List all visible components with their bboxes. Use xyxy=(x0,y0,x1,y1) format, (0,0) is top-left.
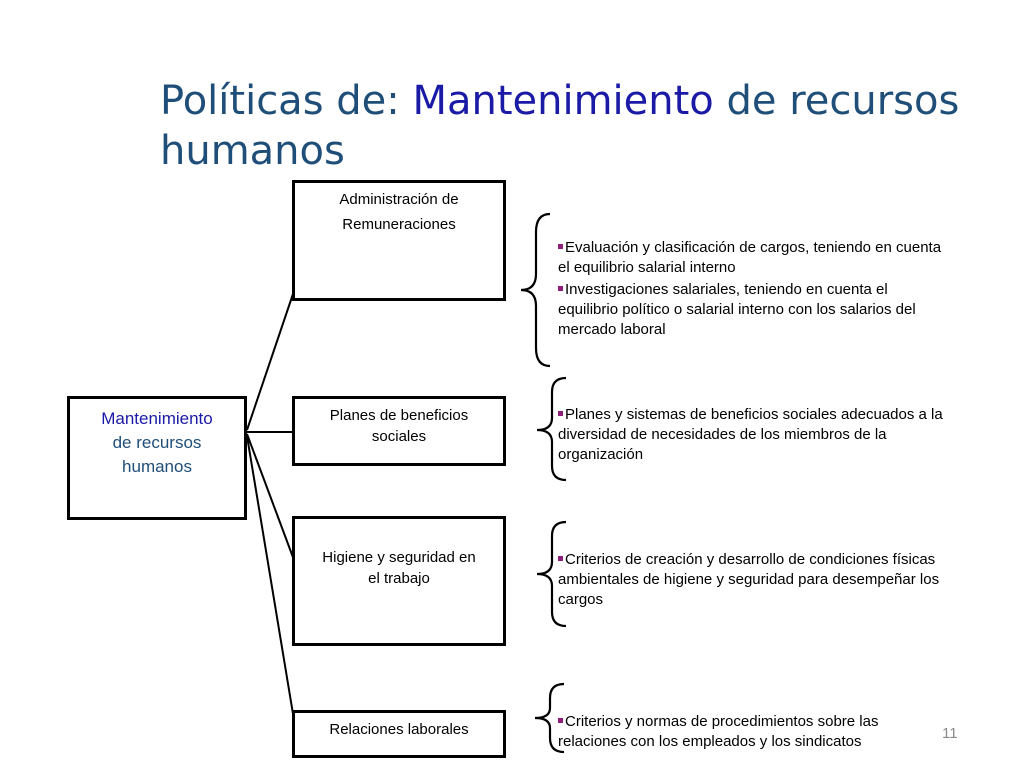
box-beneficios: Planes de beneficios sociales xyxy=(292,396,506,466)
box-remuneraciones-line-1: Administración de xyxy=(339,191,459,208)
bullet-text: Evaluación y clasificación de cargos, te… xyxy=(558,239,942,276)
bullet-item: Planes y sistemas de beneficios sociales… xyxy=(558,405,943,465)
box-remuneraciones-line-2: Remuneraciones xyxy=(342,216,456,233)
connector-to-higiene xyxy=(246,433,295,561)
box-beneficios-line-2: sociales xyxy=(371,428,427,445)
bullets-relaciones: Criterios y normas de procedimientos sob… xyxy=(558,712,933,754)
bullets-remuneraciones: Evaluación y clasificación de cargos, te… xyxy=(558,238,943,342)
bullet-item: Criterios de creación y desarrollo de co… xyxy=(558,550,943,610)
bullet-square-icon xyxy=(558,717,563,723)
bullet-item: Criterios y normas de procedimientos sob… xyxy=(558,712,933,752)
bullet-square-icon xyxy=(558,555,563,561)
bullet-square-icon xyxy=(558,243,563,249)
box-higiene-line-2: el trabajo xyxy=(368,570,430,587)
bullet-item: Evaluación y clasificación de cargos, te… xyxy=(558,238,943,278)
box-relaciones: Relaciones laborales xyxy=(292,710,506,758)
box-relaciones-line-1: Relaciones laborales xyxy=(329,721,469,738)
bullet-text: Planes y sistemas de beneficios sociales… xyxy=(558,406,943,463)
bullet-text: Criterios de creación y desarrollo de co… xyxy=(558,551,940,608)
brace-higiene xyxy=(536,520,567,628)
slide-title: Políticas de: Mantenimiento de recursos … xyxy=(160,76,1000,176)
page-number: 11 xyxy=(942,725,958,742)
box-beneficios-line-1: Planes de beneficios xyxy=(329,407,469,424)
root-box: Mantenimiento de recursos humanos xyxy=(67,396,247,520)
bullet-text: Investigaciones salariales, teniendo en … xyxy=(558,281,916,338)
bullets-beneficios: Planes y sistemas de beneficios sociales… xyxy=(558,405,943,467)
root-line-1: Mantenimiento xyxy=(101,409,213,428)
bullets-higiene: Criterios de creación y desarrollo de co… xyxy=(558,550,943,612)
box-higiene-line-1: Higiene y seguridad en xyxy=(322,549,476,566)
title-accent: Mantenimiento xyxy=(412,78,714,124)
bullet-item: Investigaciones salariales, teniendo en … xyxy=(558,280,943,340)
brace-remuneraciones xyxy=(520,212,551,368)
bullet-text: Criterios y normas de procedimientos sob… xyxy=(558,713,879,750)
root-line-2: de recursos xyxy=(112,433,202,452)
brace-relaciones xyxy=(534,682,565,754)
box-higiene: Higiene y seguridad en el trabajo xyxy=(292,516,506,646)
connector-to-relaciones xyxy=(246,435,295,721)
brace-beneficios xyxy=(536,376,567,482)
bullet-square-icon xyxy=(558,285,563,291)
connector-to-remuneraciones xyxy=(246,290,295,431)
title-part-2: de recursos humanos xyxy=(160,78,960,174)
title-part-1: Políticas de: xyxy=(160,78,413,124)
box-remuneraciones: Administración de Remuneraciones xyxy=(292,180,506,301)
root-line-3: humanos xyxy=(122,457,192,476)
bullet-square-icon xyxy=(558,410,563,416)
